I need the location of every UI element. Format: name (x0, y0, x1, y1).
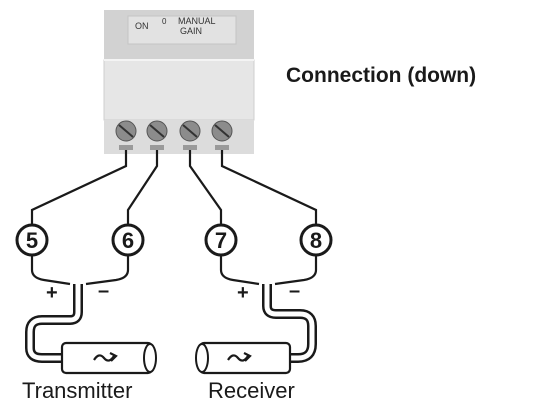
switch-on-label: ON (135, 21, 149, 31)
wire-5-to-cable (30, 256, 71, 286)
terminal-circle-7: 7 (204, 223, 238, 257)
transmitter-minus-sign: – (98, 280, 110, 302)
screw-terminal-5 (115, 120, 137, 150)
wire-8 (220, 150, 318, 224)
switch-manual-label: MANUAL (178, 16, 216, 26)
screw-terminals (115, 120, 233, 150)
transmitter-body (60, 341, 157, 375)
wire-6-to-cable (85, 256, 130, 286)
receiver-body (195, 341, 292, 375)
wire-5 (30, 150, 128, 224)
screw-terminal-6 (146, 120, 168, 150)
housing-body (103, 59, 255, 121)
screw-terminal-7 (179, 120, 201, 150)
receiver-plus-sign: + (237, 282, 249, 304)
terminal-numbers: 5 6 7 8 (15, 223, 333, 257)
diagram-title: Connection (down) (286, 64, 477, 87)
receiver-cable (262, 284, 317, 363)
transmitter-label: Transmitter (22, 378, 133, 403)
wire-7-to-cable (219, 256, 260, 286)
wire-6 (126, 150, 159, 224)
transmitter-cable (25, 284, 83, 363)
terminal-label-7: 7 (215, 228, 227, 253)
terminal-circle-6: 6 (111, 223, 145, 257)
receiver-label: Receiver (208, 378, 295, 403)
wire-7 (188, 150, 223, 224)
wire-8-to-cable (274, 256, 318, 286)
terminal-label-8: 8 (310, 228, 322, 253)
terminal-wires (30, 150, 318, 224)
switch-gain-label: GAIN (180, 26, 203, 36)
terminal-circle-5: 5 (15, 223, 49, 257)
screw-terminal-8 (211, 120, 233, 150)
transmitter-plus-sign: + (46, 282, 58, 304)
terminal-circle-8: 8 (299, 223, 333, 257)
terminal-label-5: 5 (26, 228, 38, 253)
receiver-minus-sign: – (289, 280, 301, 302)
cable-wires (30, 256, 318, 286)
switch-panel (127, 15, 237, 45)
terminal-label-6: 6 (122, 228, 134, 253)
switch-zero-label: 0 (162, 17, 167, 26)
